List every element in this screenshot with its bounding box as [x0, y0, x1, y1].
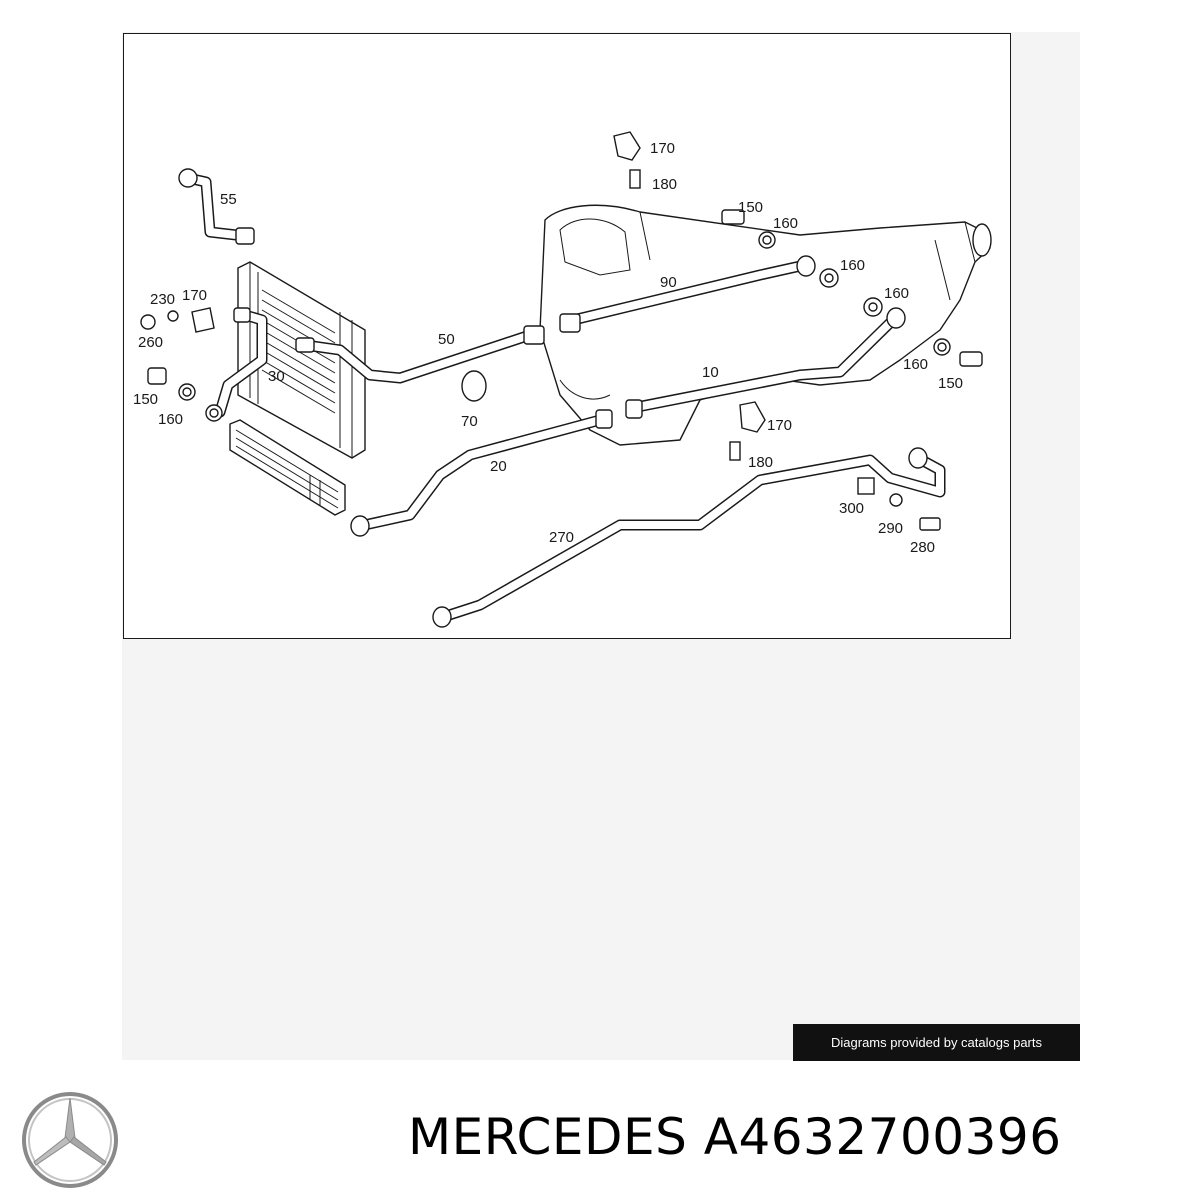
callout-300: 300 [839, 500, 864, 517]
callout-55: 55 [220, 191, 237, 208]
callout-260: 260 [138, 334, 163, 351]
callout-170: 170 [182, 287, 207, 304]
callout-280: 280 [910, 539, 935, 556]
oil-cooler [229, 419, 346, 516]
callout-170: 170 [767, 417, 792, 434]
callout-160: 160 [158, 411, 183, 428]
watermark-banner: Diagrams provided by catalogs parts [793, 1024, 1080, 1061]
callout-labels: 55 170 180 150 160 90 160 160 230 170 26… [133, 140, 963, 556]
part-title: MERCEDES A4632700396 [408, 1108, 1062, 1166]
callout-90: 90 [660, 274, 677, 291]
callout-160: 160 [903, 356, 928, 373]
callout-30: 30 [268, 368, 285, 385]
part-number: A4632700396 [703, 1108, 1062, 1166]
callout-230: 230 [150, 291, 175, 308]
mercedes-star-icon [22, 1092, 118, 1188]
callout-50: 50 [438, 331, 455, 348]
callout-180: 180 [652, 176, 677, 193]
pipes [182, 172, 946, 624]
callout-150: 150 [738, 199, 763, 216]
fittings [140, 131, 983, 628]
callout-160: 160 [773, 215, 798, 232]
callout-270: 270 [549, 529, 574, 546]
callout-20: 20 [490, 458, 507, 475]
transmission-housing [539, 204, 992, 446]
callout-180: 180 [748, 454, 773, 471]
callout-290: 290 [878, 520, 903, 537]
callout-170: 170 [650, 140, 675, 157]
callout-150: 150 [133, 391, 158, 408]
diagram-frame [123, 33, 1011, 639]
brand-name: MERCEDES [408, 1108, 688, 1166]
callout-10: 10 [702, 364, 719, 381]
callout-150: 150 [938, 375, 963, 392]
callout-160: 160 [840, 257, 865, 274]
callout-160: 160 [884, 285, 909, 302]
callout-70: 70 [461, 413, 478, 430]
